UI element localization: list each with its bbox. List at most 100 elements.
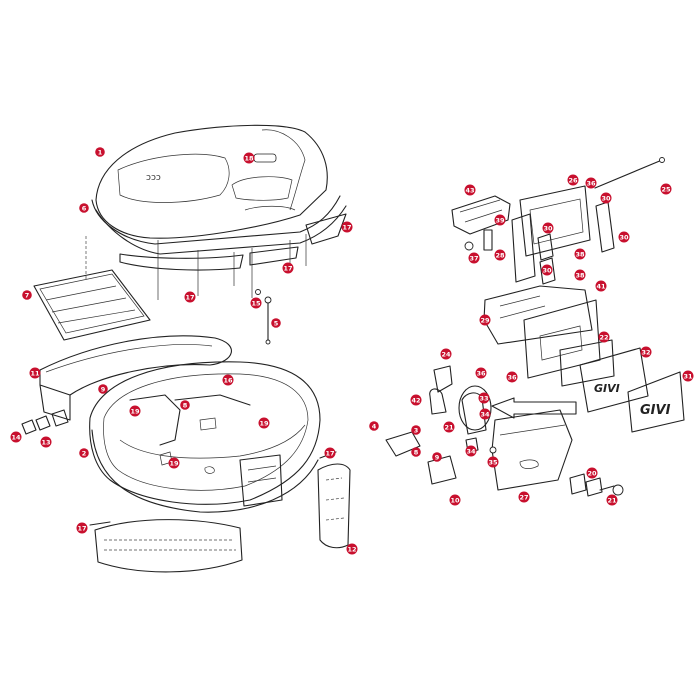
callout-number: 17 — [77, 524, 86, 532]
callout-number: 41 — [596, 282, 606, 290]
callout-number: 26 — [568, 176, 578, 184]
callout-7: 7 — [22, 290, 32, 300]
callout-36: 36 — [475, 367, 487, 379]
svg-text:GIVI: GIVI — [594, 382, 620, 395]
callout-number: 37 — [469, 254, 478, 262]
callout-33: 33 — [478, 392, 490, 404]
callout-number: 19 — [259, 419, 269, 427]
callout-8: 8 — [411, 447, 421, 457]
callout-number: 39 — [495, 216, 505, 224]
callout-4: 4 — [369, 421, 379, 431]
callout-number: 25 — [661, 185, 671, 193]
callout-36: 36 — [585, 177, 597, 189]
callout-10: 10 — [449, 494, 461, 506]
callout-number: 28 — [495, 251, 505, 259]
callout-19: 19 — [168, 457, 180, 469]
callout-number: 17 — [325, 449, 334, 457]
callout-number: 17 — [283, 264, 292, 272]
callout-number: 21 — [444, 423, 454, 431]
callout-30: 30 — [541, 264, 553, 276]
callout-17: 17 — [76, 522, 88, 534]
callout-number: 29 — [480, 316, 490, 324]
callout-number: 20 — [587, 469, 597, 477]
callout-14: 14 — [10, 431, 22, 443]
givi-logo-lid — [253, 153, 277, 163]
callout-41: 41 — [595, 280, 607, 292]
callout-number: 30 — [543, 224, 553, 232]
highlight-circle-part-33 — [458, 385, 492, 431]
small-clips-14-13 — [21, 409, 69, 435]
callout-27: 27 — [518, 491, 530, 503]
reflector-31: GIVI — [627, 371, 685, 433]
callout-38: 38 — [574, 269, 586, 281]
callout-number: 30 — [619, 233, 629, 241]
callout-25: 25 — [660, 183, 672, 195]
callout-number: 4 — [372, 422, 377, 430]
callout-17: 17 — [324, 447, 336, 459]
callout-12: 12 — [346, 543, 358, 555]
callout-29: 29 — [479, 314, 491, 326]
callout-15: 15 — [250, 297, 262, 309]
callout-17: 17 — [282, 262, 294, 274]
callout-number: 5 — [274, 319, 279, 327]
callout-number: 35 — [488, 458, 498, 466]
callout-number: 32 — [641, 348, 650, 356]
lock-rod-25 — [594, 157, 665, 189]
callout-19: 19 — [129, 405, 141, 417]
key-21 — [599, 484, 624, 496]
callout-30: 30 — [618, 231, 630, 243]
lid-assembly: ᴐᴐᴐ — [85, 124, 347, 300]
callout-number: 19 — [130, 407, 140, 415]
callout-17: 17 — [341, 221, 353, 233]
callout-38: 38 — [574, 248, 586, 260]
callout-number: 34 — [466, 447, 476, 455]
lid-liner-tray — [33, 269, 151, 341]
callout-39: 39 — [494, 214, 506, 226]
callout-30: 30 — [542, 222, 554, 234]
callout-number: 8 — [183, 401, 188, 409]
callout-2: 2 — [79, 448, 89, 458]
latch-assembly — [461, 392, 573, 491]
callout-number: 10 — [450, 496, 460, 504]
callout-number: 38 — [575, 271, 585, 279]
callout-number: 15 — [251, 299, 261, 307]
callout-1: 1 — [95, 147, 105, 157]
callout-21: 21 — [606, 494, 618, 506]
callout-number: 22 — [599, 333, 608, 341]
callout-34: 34 — [479, 408, 491, 420]
callout-number: 34 — [480, 410, 490, 418]
callout-31: 31 — [682, 370, 694, 382]
callout-number: 13 — [41, 438, 50, 446]
rim-frame — [39, 335, 232, 421]
logo-plate-32: GIVI — [579, 347, 649, 413]
callout-26: 26 — [567, 174, 579, 186]
hinge-bracket-43 — [451, 195, 511, 251]
callout-17: 17 — [184, 291, 196, 303]
plate-29 — [483, 285, 593, 345]
callout-number: 36 — [586, 179, 596, 187]
callout-number: 36 — [476, 369, 486, 377]
callout-number: 7 — [25, 291, 30, 299]
base-shell — [89, 361, 321, 513]
callout-34: 34 — [465, 445, 477, 457]
callout-43: 43 — [464, 184, 476, 196]
callout-labels: 1186171717715511916198191413219171712432… — [10, 147, 694, 555]
callout-number: 30 — [542, 266, 552, 274]
cover-41 — [523, 299, 601, 379]
logo-plate-22 — [559, 339, 615, 387]
reflector-strip-front — [89, 519, 243, 573]
svg-text:ᴐᴐᴐ: ᴐᴐᴐ — [146, 173, 161, 183]
callout-number: 38 — [575, 250, 585, 258]
callout-number: 36 — [507, 373, 517, 381]
callout-30: 30 — [600, 192, 612, 204]
callout-number: 3 — [414, 426, 419, 434]
callout-number: 17 — [342, 223, 351, 231]
callout-3: 3 — [411, 425, 421, 435]
svg-text:GIVI: GIVI — [640, 403, 671, 418]
callout-24: 24 — [440, 348, 452, 360]
hinge-pin — [255, 289, 272, 345]
callout-11: 11 — [29, 367, 41, 379]
callout-18: 18 — [243, 152, 255, 164]
callout-number: 2 — [82, 449, 87, 457]
